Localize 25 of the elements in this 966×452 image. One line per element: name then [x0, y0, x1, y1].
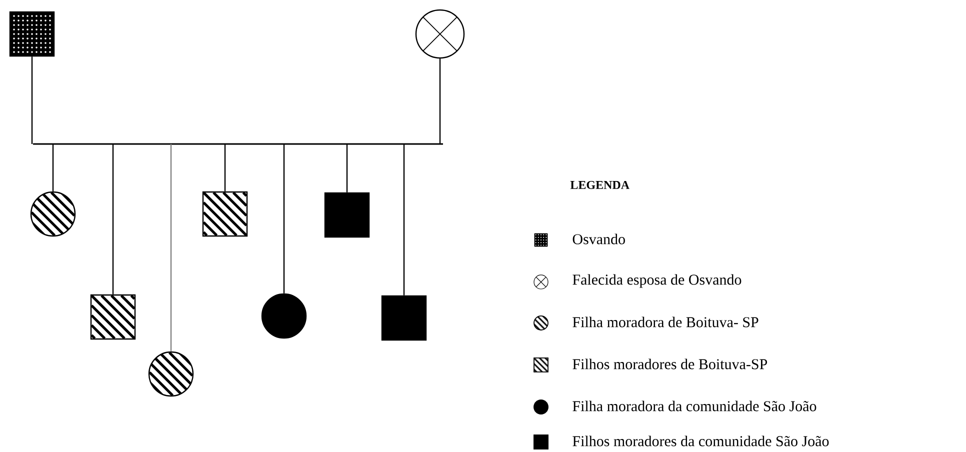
legend-text: Filha moradora da comunidade São João	[572, 400, 816, 412]
connector-line	[224, 144, 226, 192]
connector-line	[52, 144, 54, 192]
legend-text: Falecida esposa de Osvando	[572, 274, 742, 288]
sibship-line	[33, 143, 443, 145]
connector-line	[439, 58, 441, 144]
connector-line	[283, 144, 285, 294]
person-square	[202, 191, 248, 237]
person-circle	[415, 9, 465, 59]
person-circle	[261, 293, 307, 339]
person-square	[90, 294, 136, 340]
legend-text: Filhos moradores da comunidade São João	[572, 436, 829, 446]
connector-line	[112, 144, 114, 294]
legend-text: Osvando	[572, 234, 625, 244]
person-square	[324, 192, 370, 238]
legend-title: LEGENDA	[570, 180, 630, 190]
legend-text: Filha moradora de Boituva- SP	[572, 316, 758, 328]
connector-line	[170, 144, 172, 352]
person-square	[381, 295, 427, 341]
connector-line	[31, 56, 33, 144]
person-circle	[30, 191, 76, 237]
legend-text: Filhos moradores de Boituva-SP	[572, 358, 767, 370]
person-circle	[148, 351, 194, 397]
connector-line	[403, 144, 405, 296]
connector-line	[346, 144, 348, 192]
